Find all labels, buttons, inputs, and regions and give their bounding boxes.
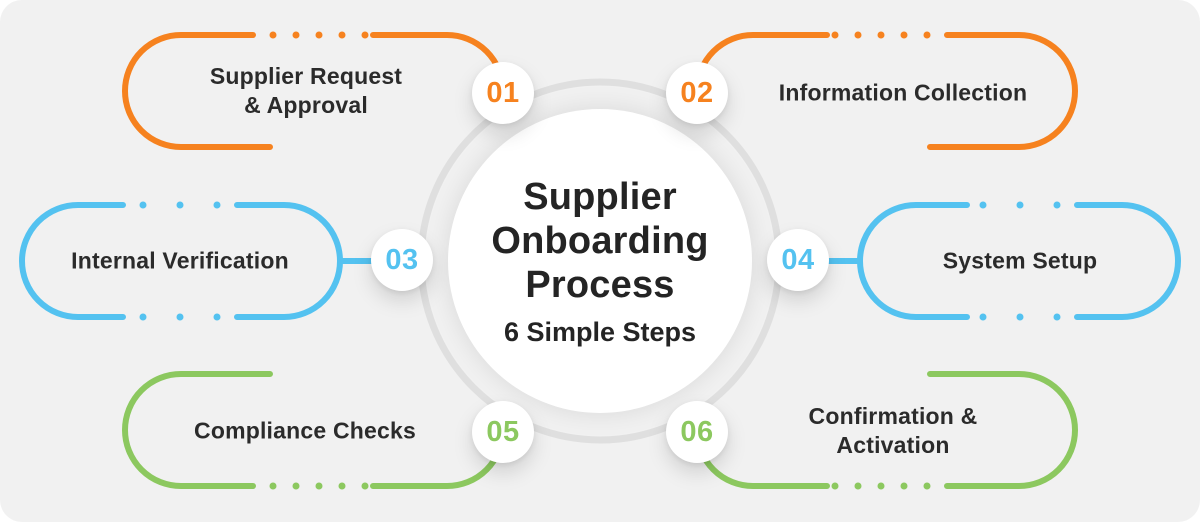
diagram-subtitle: 6 Simple Steps	[503, 316, 697, 347]
step-01-dots	[269, 31, 369, 39]
title-line-3: Process	[525, 263, 675, 306]
center-circle: Supplier Onboarding Process 6 Simple Ste…	[448, 109, 752, 413]
step-02-badge: 02	[666, 62, 728, 124]
step-05-dots	[269, 482, 369, 490]
step-06-outline-right	[927, 371, 1078, 489]
title-line-2: Onboarding	[491, 219, 709, 262]
title-line-1: Supplier	[523, 175, 677, 218]
step-06-number: 06	[680, 415, 714, 448]
step-02-outline-right	[927, 32, 1078, 150]
step-02-dots	[831, 31, 931, 39]
step-03-number: 03	[385, 243, 419, 276]
step-04-number: 04	[781, 243, 815, 276]
step-05-label: Compliance Checks	[194, 417, 416, 444]
step-01-number: 01	[486, 76, 520, 109]
step-02-label: Information Collection	[778, 79, 1028, 106]
step-01-badge: 01	[472, 62, 534, 124]
step-04-outline-right	[1074, 202, 1181, 320]
step-05-number: 05	[486, 415, 520, 448]
step-06-badge: 06	[666, 401, 728, 463]
step-01-label: Supplier Request & Approval	[209, 63, 403, 118]
step-03-dots	[139, 201, 221, 321]
step-04-badge: 04	[767, 229, 829, 291]
step-04-label: System Setup	[942, 247, 1098, 274]
step-03-outline-left	[19, 202, 126, 320]
step-03-label: Internal Verification	[71, 247, 289, 274]
step-01-outline-left	[122, 32, 273, 150]
diagram-title: Supplier Onboarding Process 6 Simple Ste…	[491, 175, 708, 348]
step-05-outline-left	[122, 371, 273, 489]
step-06-dots	[831, 482, 931, 490]
step-02-number: 02	[680, 76, 714, 109]
step-03-badge: 03	[371, 229, 433, 291]
step-04-dots	[979, 201, 1061, 321]
step-06-label: Confirmation & Activation	[808, 403, 978, 458]
step-05-badge: 05	[472, 401, 534, 463]
